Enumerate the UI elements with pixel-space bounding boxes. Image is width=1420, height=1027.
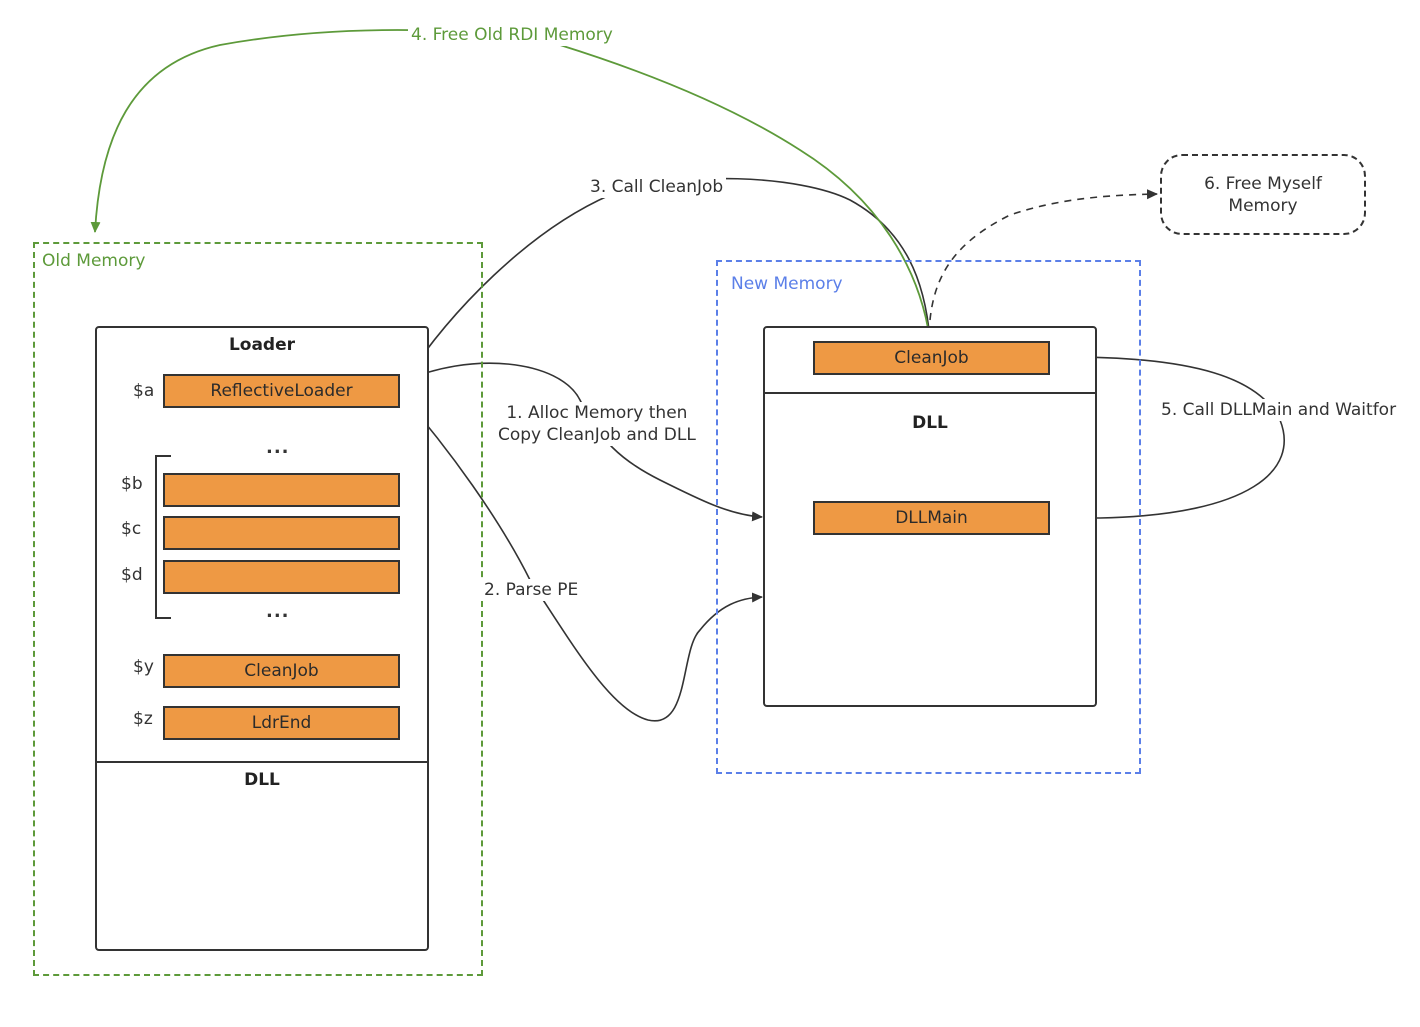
dllmain-block: DLLMain (813, 501, 1050, 535)
step2-label: 2. Parse PE (481, 579, 582, 601)
new-cleanjob-block: CleanJob (813, 341, 1050, 375)
new-cleanjob-divider (765, 392, 1095, 394)
new-memory-label: New Memory (731, 274, 843, 294)
step1-label: 1. Alloc Memory then Copy CleanJob and D… (495, 402, 699, 446)
var-d: $d (121, 565, 143, 585)
free-myself-terminal: 6. Free Myself Memory (1160, 154, 1366, 235)
reflective-loader-block: ReflectiveLoader (163, 374, 400, 408)
loader-box: Loader DLL (95, 326, 429, 951)
block-c (163, 516, 400, 550)
loader-dll-divider (97, 761, 427, 763)
new-dll-title: DLL (912, 413, 948, 433)
step6-line1: 6. Free Myself (1204, 173, 1322, 194)
step5-label: 5. Call DLLMain and Waitfor (1158, 399, 1400, 421)
step3-label: 3. Call CleanJob (587, 176, 727, 198)
var-z: $z (133, 709, 153, 729)
loader-title: Loader (228, 335, 296, 355)
new-memory-region (716, 260, 1141, 774)
ellipsis-top: ... (266, 437, 290, 458)
ellipsis-bottom: ... (266, 601, 290, 622)
old-dll-title: DLL (244, 770, 280, 790)
arrow-parse-pe (399, 392, 763, 722)
ldrend-block: LdrEnd (163, 706, 400, 740)
block-b (163, 473, 400, 507)
old-cleanjob-block: CleanJob (163, 654, 400, 688)
arrow-free-myself (929, 189, 1158, 321)
group-bracket (155, 455, 171, 619)
step6-line2: Memory (1228, 195, 1298, 216)
var-b: $b (121, 474, 143, 494)
step1-line1: 1. Alloc Memory then (506, 403, 688, 423)
step1-line2: Copy CleanJob and DLL (498, 425, 696, 445)
var-y: $y (133, 657, 154, 677)
var-a: $a (133, 381, 155, 401)
old-memory-region (33, 242, 483, 976)
var-c: $c (121, 519, 142, 539)
old-memory-label: Old Memory (42, 251, 146, 271)
step4-label: 4. Free Old RDI Memory (408, 24, 616, 46)
block-d (163, 560, 400, 594)
